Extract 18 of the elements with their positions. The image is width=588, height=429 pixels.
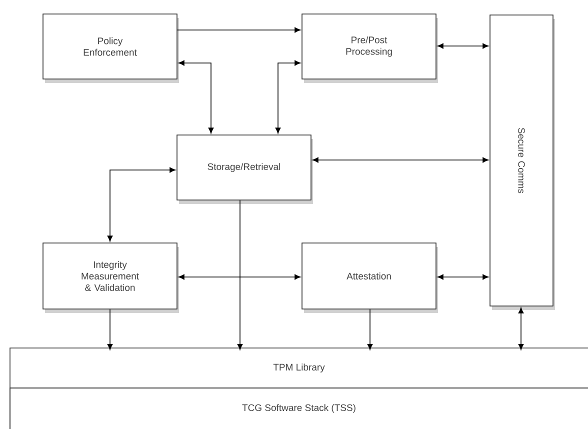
process-box: Integrity Measurement & Validation	[42, 242, 179, 313]
arrow	[367, 309, 373, 350]
process-box: Secure Comms	[490, 14, 555, 310]
arrow	[275, 60, 301, 134]
arrow	[437, 274, 489, 280]
arrow	[237, 200, 243, 350]
arrow	[437, 43, 489, 49]
arrow	[518, 307, 524, 350]
process-box: Policy Enforcement	[42, 14, 179, 83]
arrow	[178, 60, 214, 134]
arrow	[107, 309, 113, 350]
arrow	[177, 27, 301, 33]
arrow	[178, 274, 301, 280]
process-box: Storage/Retrieval	[176, 134, 313, 204]
process-box: Attestation	[302, 242, 438, 313]
arrow	[107, 167, 176, 242]
process-box: Pre/Post Processing	[302, 14, 438, 83]
arrow	[312, 157, 489, 163]
